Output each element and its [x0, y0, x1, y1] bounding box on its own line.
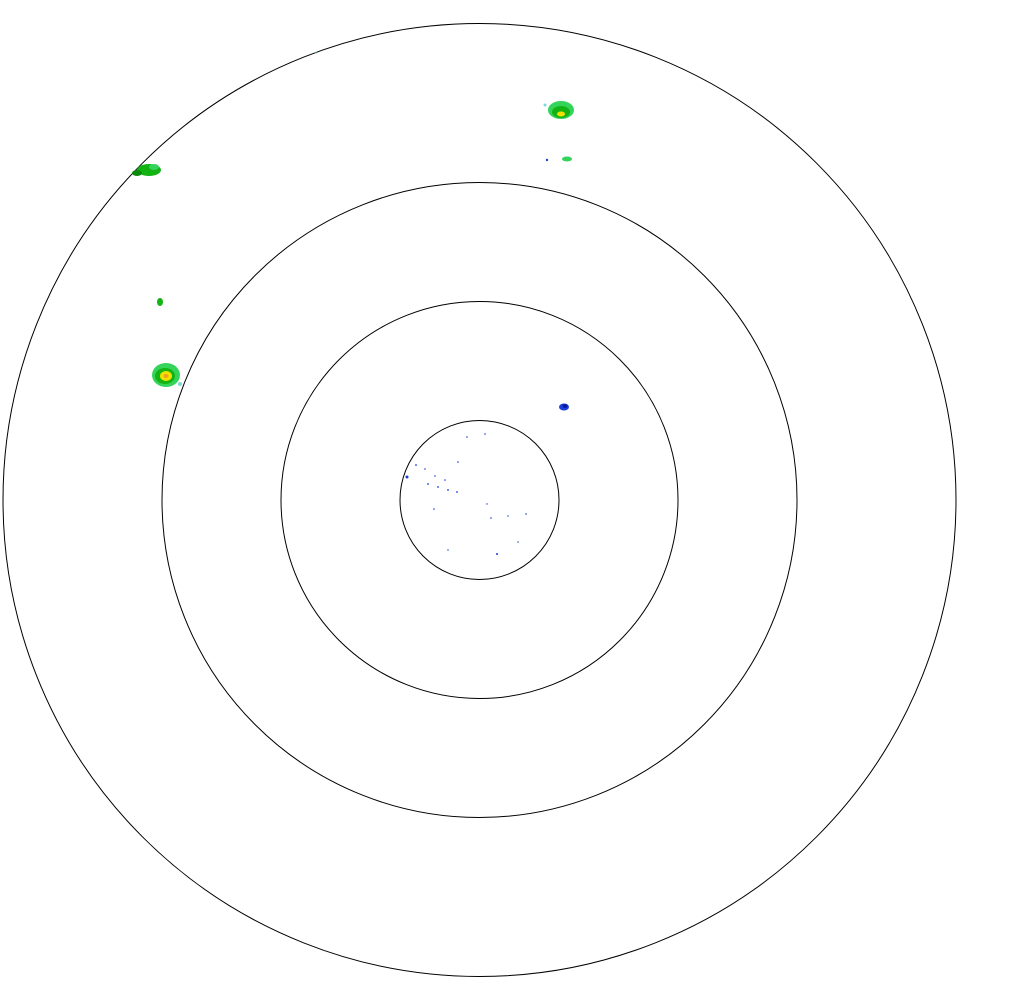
echo-small-west-northwest [157, 298, 163, 306]
echo-cell-west [152, 363, 182, 387]
range-ring-4 [2, 23, 957, 977]
echo-east-northeast [559, 403, 569, 411]
range-ring-2 [280, 301, 679, 699]
echo-small-north-northeast [545, 156, 572, 162]
echo-ground-clutter-center [315, 52, 527, 555]
range-ring-3 [161, 182, 798, 818]
range-ring-1 [399, 420, 560, 580]
range-rings [2, 23, 957, 977]
echo-cell-northwest [132, 164, 161, 176]
echo-cell-north-northeast [543, 101, 574, 119]
precipitation-echoes [132, 52, 574, 555]
